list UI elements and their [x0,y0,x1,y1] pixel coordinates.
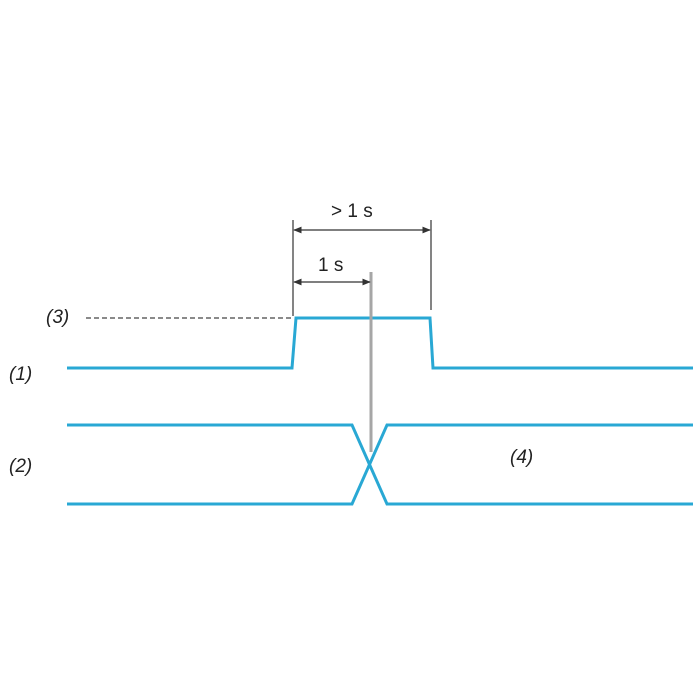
level-3-label: (3) [46,307,69,328]
signal-1-label: (1) [9,364,32,385]
state-4-label: (4) [510,447,533,468]
signal-2-upper-line [67,423,693,506]
signal-2-label: (2) [9,456,32,477]
signal-1-pulse-line [67,316,693,370]
signal-2-lower-line [67,423,693,506]
duration-inner-label: 1 s [318,255,343,276]
duration-outer-label: > 1 s [331,201,373,222]
